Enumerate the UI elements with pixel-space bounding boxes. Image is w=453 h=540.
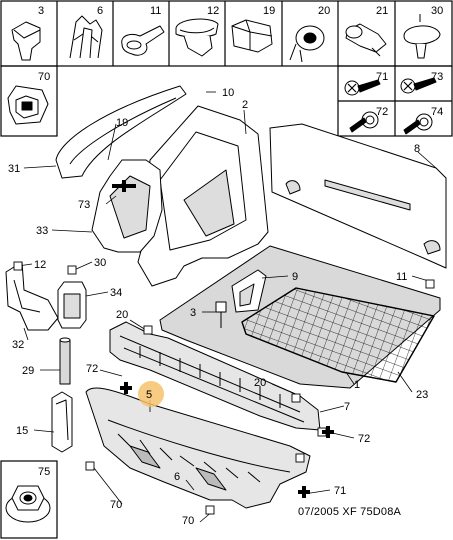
push-rivet-cap-icon	[175, 18, 219, 57]
left-side-trim-panel	[137, 105, 269, 287]
callout-20b: 20	[254, 377, 266, 389]
legend-num-70: 70	[38, 71, 50, 83]
callout-12: 12	[34, 259, 46, 271]
spring-clip-icon	[69, 15, 103, 59]
callout-30: 30	[94, 257, 106, 269]
callout-70b: 70	[182, 515, 194, 527]
legend-num-3: 3	[38, 5, 44, 17]
drawing-reference: 07/2005 XF 75D08A	[298, 506, 402, 518]
bracket-32	[5, 261, 59, 331]
legend-num-20: 20	[318, 5, 330, 17]
callout-numbers: 10 2 19 31 73 8 33 9 11 12 30 34 3 20 32…	[8, 87, 428, 527]
legend-num-72: 72	[376, 106, 388, 118]
callout-73a: 73	[78, 199, 90, 211]
screw-washer-74-icon	[403, 113, 433, 135]
trim-panel-9	[231, 269, 267, 313]
gas-strut-29	[59, 337, 71, 385]
quarter-trim-33	[91, 159, 163, 253]
luggage-net	[241, 287, 435, 383]
flange-nut-icon	[5, 485, 51, 523]
callout-11: 11	[396, 271, 407, 283]
screw-washer-72-icon	[349, 111, 379, 133]
callout-2: 2	[242, 99, 248, 111]
legend-numbers: 3 6 11 12 19 20 21 30 70 71 72 73 74 75	[38, 5, 443, 478]
callout-8: 8	[414, 143, 420, 155]
jack-post-15	[51, 391, 73, 453]
callout-32: 32	[12, 339, 24, 351]
push-rivet-icon	[289, 25, 325, 63]
callout-7: 7	[344, 401, 350, 413]
callout-31: 31	[8, 163, 20, 175]
callout-5: 5	[146, 389, 152, 401]
screw-73-icon	[400, 77, 437, 94]
legend-num-30: 30	[431, 5, 443, 17]
callout-70a: 70	[110, 499, 122, 511]
side-box-34	[57, 281, 87, 329]
clip-fastener-icon	[11, 21, 41, 61]
plus-markers	[112, 180, 334, 498]
legend-num-6: 6	[97, 5, 103, 17]
callout-15: 15	[16, 425, 28, 437]
callout-3: 3	[190, 307, 196, 319]
legend-num-21: 21	[376, 5, 388, 17]
press-stud-icon	[403, 14, 441, 59]
clip-3	[215, 301, 227, 328]
callout-33: 33	[36, 225, 48, 237]
screw-71-icon	[344, 79, 381, 96]
callout-10: 10	[222, 87, 234, 99]
callout-19: 19	[116, 117, 128, 129]
clip-nut-icon	[7, 85, 49, 125]
pillar-trim-31	[55, 85, 187, 179]
plastic-stud-icon	[345, 23, 387, 57]
cable-strap-icon	[121, 25, 165, 56]
callout-34: 34	[110, 287, 122, 299]
rear-panel-5	[85, 387, 311, 509]
callout-1: 1	[354, 379, 360, 391]
callout-72a: 72	[86, 363, 98, 375]
callout-72b: 72	[358, 433, 370, 445]
legend-num-75: 75	[38, 466, 50, 478]
legend-num-74: 74	[431, 106, 443, 118]
callout-20a: 20	[116, 309, 128, 321]
callout-9: 9	[292, 271, 298, 283]
callout-29: 29	[22, 365, 34, 377]
callout-23: 23	[416, 389, 428, 401]
legend-num-11: 11	[150, 5, 161, 17]
callout-71: 71	[334, 485, 346, 497]
highlight-5	[138, 381, 164, 407]
legend-num-12: 12	[207, 5, 219, 17]
legend-num-71: 71	[376, 71, 388, 83]
rear-seat-back-panel	[269, 123, 447, 269]
callout-6: 6	[174, 471, 180, 483]
legend-num-19: 19	[263, 5, 275, 17]
cap-plug-icon	[231, 19, 273, 53]
